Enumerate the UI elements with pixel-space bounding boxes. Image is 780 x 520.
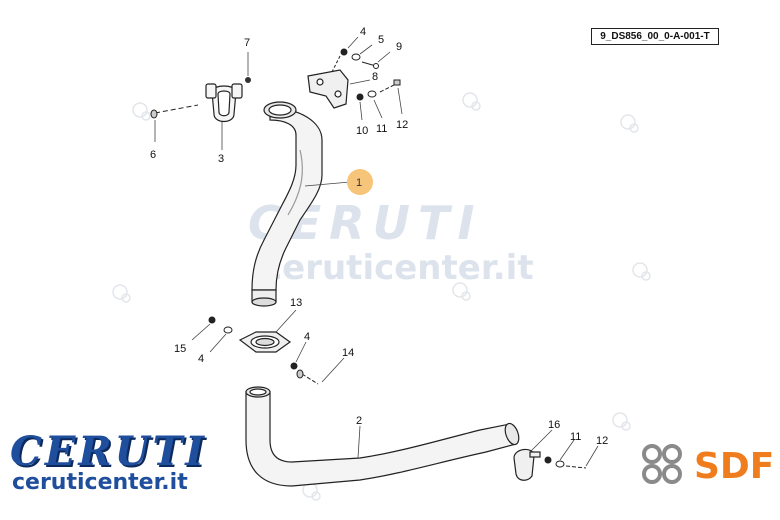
- part-label-11-lower: 11: [570, 431, 581, 443]
- part-label-12-lower: 12: [596, 435, 608, 447]
- ceruti-logo-subtitle: ceruticenter.it: [12, 470, 188, 495]
- part-label-1: 1: [356, 177, 362, 189]
- ceruti-logo-title: CERUTI: [10, 428, 207, 475]
- leader-lines: [154, 36, 599, 467]
- nut-7: [245, 77, 251, 83]
- bolt-6: [150, 104, 199, 119]
- clip-16: [513, 448, 541, 481]
- pipe-upper: [251, 101, 323, 307]
- sdf-logo-icon: [642, 444, 682, 484]
- part-label-15: 15: [174, 343, 186, 355]
- document-code: 9_DS856_00_0-A-001-T: [591, 28, 719, 45]
- part-label-3: 3: [218, 153, 224, 165]
- fasteners-upper: [331, 48, 379, 73]
- callout-highlight-1: [347, 169, 373, 195]
- part-label-4-flange: 4: [198, 353, 204, 365]
- watermark-subtitle: ceruticenter.it: [262, 248, 534, 288]
- part-label-9: 9: [396, 41, 402, 53]
- fasteners-right-upper: [356, 79, 401, 101]
- fasteners-right-lower: [544, 456, 587, 469]
- bracket-8: [307, 69, 349, 109]
- sdf-logo-text: SDF: [694, 446, 775, 487]
- part-label-8: 8: [372, 71, 378, 83]
- part-label-4-right: 4: [304, 331, 310, 343]
- part-label-14: 14: [342, 347, 354, 359]
- part-label-6: 6: [150, 149, 156, 161]
- clamp-3: [205, 83, 243, 123]
- flange-13: [238, 331, 292, 353]
- fasteners-flange-left: [208, 316, 233, 334]
- part-label-11: 11: [376, 123, 387, 135]
- part-label-5: 5: [378, 34, 384, 46]
- part-label-16: 16: [548, 419, 560, 431]
- part-label-12: 12: [396, 119, 408, 131]
- fasteners-flange-right: [290, 362, 319, 385]
- part-label-4: 4: [360, 26, 366, 38]
- pipe-lower: [245, 386, 520, 487]
- part-labels: 7 4 5 9 8 10 11 12 6 3 1 13 15 4 4 14 2 …: [150, 26, 608, 447]
- part-label-7: 7: [244, 37, 250, 49]
- part-label-13: 13: [290, 297, 302, 309]
- part-label-10: 10: [356, 125, 368, 137]
- part-label-2: 2: [356, 415, 362, 427]
